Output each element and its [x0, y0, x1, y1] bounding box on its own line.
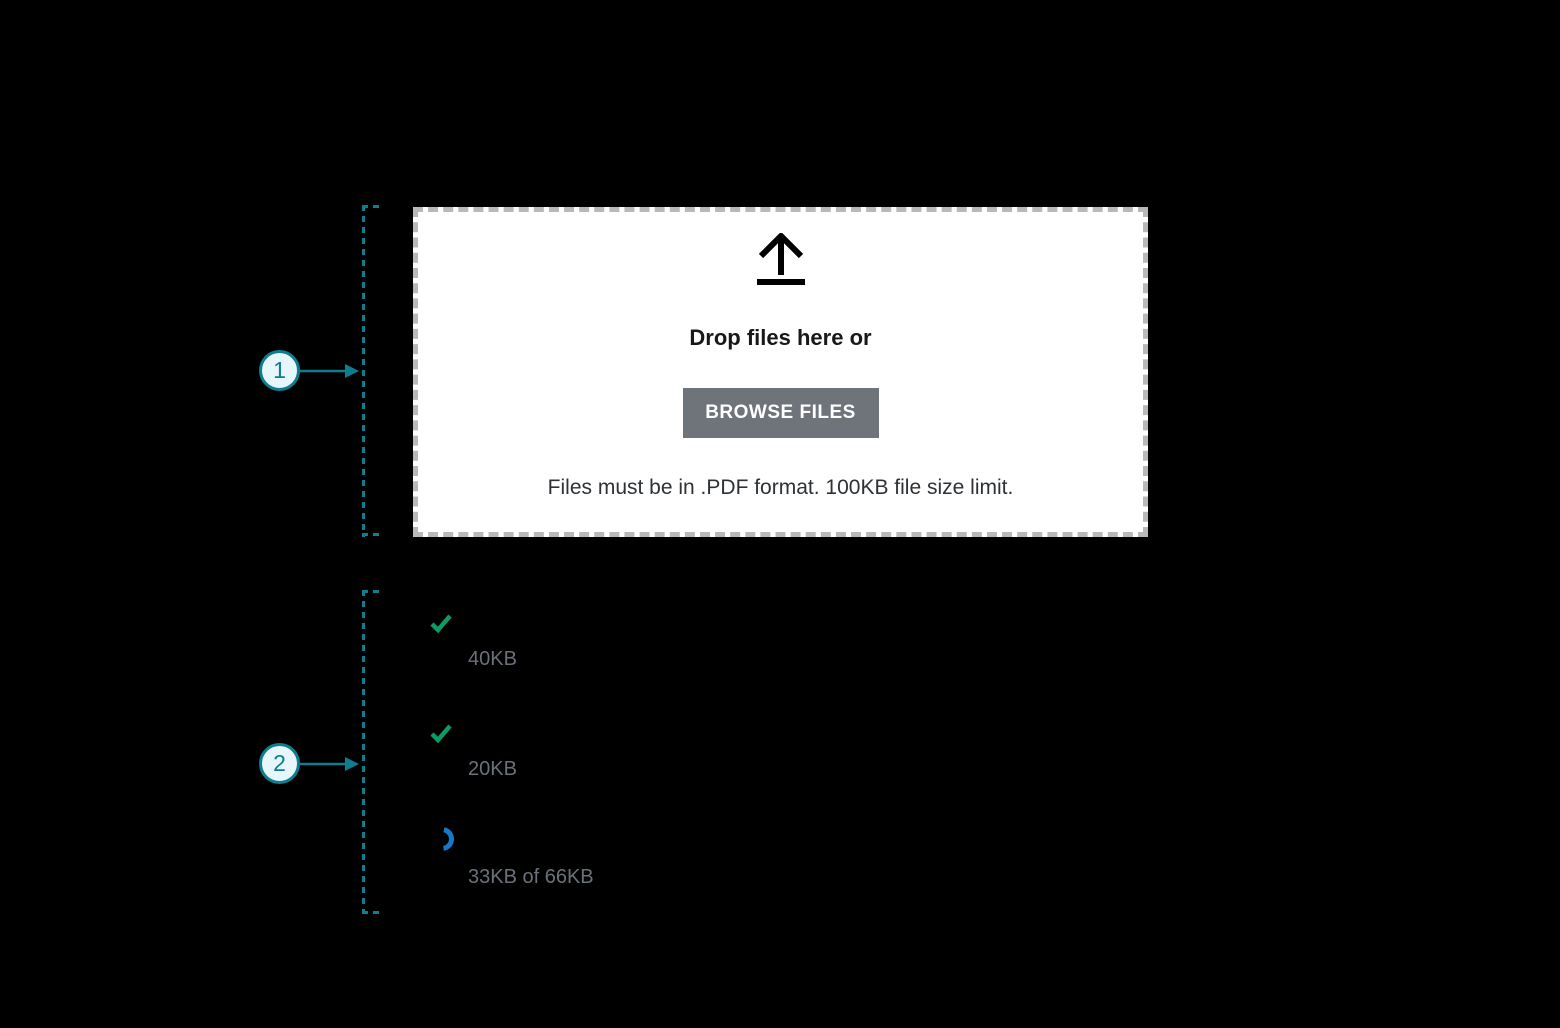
- callout-1-circle: 1: [259, 350, 300, 391]
- file-size-label: 20KB: [468, 758, 517, 780]
- bracket-tick: [362, 205, 384, 208]
- callout-2-circle: 2: [259, 743, 300, 784]
- bracket-line: [362, 205, 365, 537]
- file-size-label: 40KB: [468, 648, 517, 670]
- check-icon: [430, 614, 452, 634]
- bracket-tick: [362, 590, 384, 593]
- spinner-icon: [430, 827, 454, 851]
- callout-2-number: 2: [273, 750, 286, 776]
- bracket-tick: [362, 911, 384, 914]
- browse-files-button[interactable]: BROWSE FILES: [682, 388, 879, 438]
- callout-1-number: 1: [273, 357, 286, 383]
- check-icon: [430, 724, 452, 744]
- upload-arrow-icon: [756, 233, 805, 285]
- file-size-label: 33KB of 66KB: [468, 866, 594, 888]
- dropzone-title: Drop files here or: [689, 325, 872, 350]
- file-upload-dropzone[interactable]: Drop files here or BROWSE FILES Files mu…: [413, 207, 1148, 537]
- bracket-line: [362, 590, 365, 914]
- dropzone-hint: Files must be in .PDF format. 100KB file…: [547, 476, 1014, 499]
- bracket-tick: [362, 533, 384, 536]
- callout-arrow-icon: [300, 364, 359, 378]
- callout-arrow-icon: [300, 757, 359, 771]
